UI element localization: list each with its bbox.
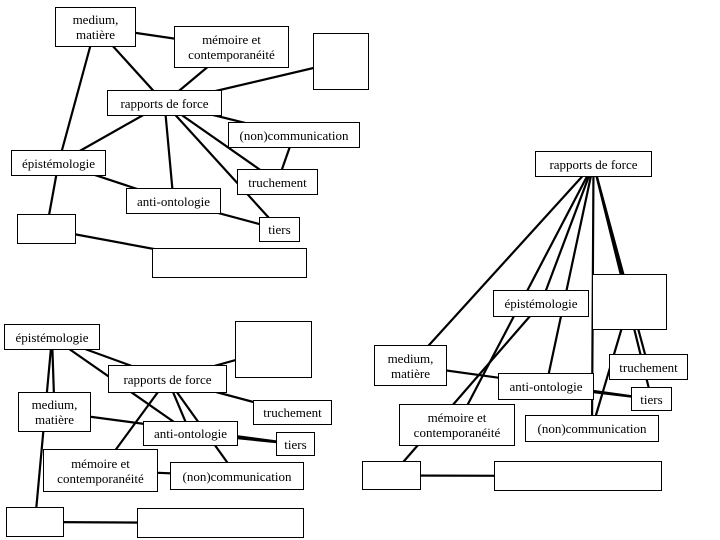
node-empty[interactable] — [235, 321, 312, 378]
node-epistemologie[interactable]: épistémologie — [4, 324, 100, 350]
connector-line — [163, 101, 279, 184]
node-memoire-contemporaneite[interactable]: mémoire et contemporanéité — [43, 449, 158, 492]
node-tiers[interactable]: tiers — [276, 432, 315, 456]
node-empty[interactable] — [6, 507, 64, 537]
connector-line — [544, 162, 595, 388]
connector-line — [57, 25, 97, 165]
connector-line — [539, 162, 595, 305]
node-anti-ontologie[interactable]: anti-ontologie — [143, 421, 238, 446]
connector-line — [390, 302, 543, 477]
node-truchement[interactable]: truchement — [237, 169, 318, 195]
connector-line — [592, 162, 650, 369]
node-medium-matiere[interactable]: medium, matière — [18, 392, 91, 432]
node-non-communication[interactable]: (non)communication — [228, 122, 360, 148]
node-empty[interactable] — [137, 508, 304, 538]
node-non-communication[interactable]: (non)communication — [525, 415, 659, 442]
node-empty[interactable] — [494, 461, 662, 491]
node-truchement[interactable]: truchement — [253, 400, 332, 425]
connector-line — [163, 101, 281, 231]
node-empty[interactable] — [592, 274, 667, 330]
node-tiers[interactable]: tiers — [259, 217, 300, 242]
connector-line — [163, 101, 175, 203]
node-non-communication[interactable]: (non)communication — [170, 462, 304, 490]
node-rapports-de-force[interactable]: rapports de force — [108, 365, 227, 393]
node-anti-ontologie[interactable]: anti-ontologie — [498, 373, 594, 400]
node-epistemologie[interactable]: épistémologie — [493, 290, 589, 317]
node-anti-ontologie[interactable]: anti-ontologie — [126, 188, 221, 214]
node-memoire-contemporaneite[interactable]: mémoire et contemporanéité — [174, 26, 289, 68]
node-empty[interactable] — [152, 248, 307, 278]
node-rapports-de-force[interactable]: rapports de force — [535, 151, 652, 177]
node-rapports-de-force[interactable]: rapports de force — [107, 90, 222, 116]
node-epistemologie[interactable]: épistémologie — [11, 150, 106, 176]
node-truchement[interactable]: truchement — [609, 354, 688, 380]
node-medium-matiere[interactable]: medium, matière — [374, 345, 447, 386]
node-empty[interactable] — [362, 461, 421, 490]
connector-line — [409, 162, 595, 367]
node-memoire-contemporaneite[interactable]: mémoire et contemporanéité — [399, 404, 515, 446]
node-empty[interactable] — [17, 214, 76, 244]
node-empty[interactable] — [313, 33, 369, 90]
node-tiers[interactable]: tiers — [631, 387, 672, 411]
node-medium-matiere[interactable]: medium, matière — [55, 7, 136, 47]
